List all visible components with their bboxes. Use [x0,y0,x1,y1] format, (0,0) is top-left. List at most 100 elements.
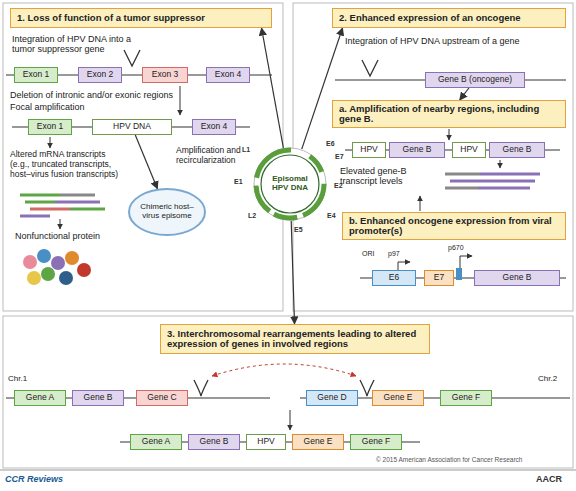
ring-base [254,148,326,220]
node-text: Gene E [384,393,413,402]
gene-box: Gene B (oncogene) [425,72,525,88]
node-text: Exon 3 [152,70,178,79]
exon-box: Exon 1 [28,119,72,135]
node-text: Gene D [317,393,346,402]
transcript [60,194,95,197]
gene-box: Gene F [440,390,492,406]
panel-frame [3,316,573,468]
label-text: p97 [388,250,410,258]
node-text: E7 [434,273,444,282]
header-text: a. Amplification of nearby regions, incl… [339,104,559,125]
protein-dot [77,263,91,277]
node-text: Exon 1 [23,70,49,79]
node-text: Gene F [452,393,480,402]
header-box: 3. Interchromosomal rearrangements leadi… [160,324,430,354]
hpv-box: HPV [452,142,486,158]
protein-dot [51,256,65,270]
transcript-lines [20,195,105,216]
rearrangement-link [212,364,356,376]
node-text: Gene E [304,437,333,446]
promoter-arrow [398,262,410,270]
flow-arrow [460,88,469,100]
label-text: p670 [448,244,474,252]
label-text: L2 [248,212,262,220]
label-text: Altered mRNA transcripts (e.g., truncate… [10,150,125,179]
promoter-arrow [460,256,472,270]
header-text: 2. Enhanced expression of an oncogene [339,13,521,23]
gene-box: Gene E [372,390,424,406]
gene-box: Gene C [136,390,188,406]
transcript [20,215,50,218]
node-text: Exon 4 [201,122,227,131]
hpv-box: HPV [246,434,286,450]
gene-box: Gene B [389,142,445,158]
gene-box: Gene B [72,390,124,406]
label-text: Integration of HPV DNA upstream of a gen… [345,36,555,46]
exon-box: Exon 1 [14,67,58,83]
node-text: HPV [460,145,477,154]
flow-arrow [262,28,284,148]
protein-dot [27,271,41,285]
label-text: E2 [334,182,348,190]
label-text: Chr.2 [538,374,572,383]
step-arrow [180,86,181,115]
step-arrow [500,160,501,168]
step-arrow [290,410,291,430]
protein-dot [65,251,79,265]
node-text: Chimeric host–virus episome [138,203,196,221]
ring-inner [261,155,319,213]
node-text: HPV [257,437,274,446]
exon-box: Exon 4 [192,119,236,135]
label-text: Nonfunctional protein [15,231,135,241]
header-box: b. Enhanced oncogene expression from vir… [342,212,566,240]
viral-gene-box: E7 [424,270,454,286]
label-text: © 2015 American Association for Cancer R… [376,456,556,463]
node-text: Gene F [362,437,390,446]
label-text: Elevated gene-B transcript levels [340,166,435,187]
transcript [55,201,100,204]
gene-box: Gene B [474,270,560,286]
gene-box: Gene F [350,434,402,450]
transcript [445,173,480,176]
node-text: Gene A [26,393,54,402]
step-arrow [449,129,450,140]
transcript-lines [445,174,540,188]
header-box: 1. Loss of function of a tumor suppresso… [10,8,272,28]
integration-symbol [362,60,378,76]
node-text: Gene A [142,437,170,446]
node-text: Episomal HPV DNA [264,175,316,193]
node-text: HPV [360,145,377,154]
label-text: E5 [294,226,308,234]
label-text: E4 [327,212,341,220]
node-text: HPV DNA [113,122,151,131]
node-text: Exon 4 [215,70,241,79]
episome-circle: Episomal HPV DNA [250,144,330,224]
label-text: E1 [234,178,248,186]
node-text: Exon 1 [37,122,63,131]
edge-label: Amplification and recircularization [176,146,256,166]
integration-symbol [124,50,140,66]
transcript [480,173,540,176]
node-text: Gene B [200,437,229,446]
transcript [20,194,60,197]
label-text: Deletion of intronic and/or exonic regio… [10,90,175,100]
label-text: AACR [536,474,576,484]
node-text: E6 [389,273,399,282]
transcript [450,180,535,183]
transcript [445,187,478,190]
exon-box: Exon 4 [206,67,250,83]
label-text: Chr.1 [8,374,42,383]
panel-frame [293,3,573,311]
protein-dot [37,249,51,263]
transcript [478,187,530,190]
header-box: a. Amplification of nearby regions, incl… [332,100,566,128]
step-arrow [420,196,421,211]
node-text: Gene B [403,145,432,154]
flow-arrow [135,135,157,189]
header-text: b. Enhanced oncogene expression from vir… [349,216,559,237]
hpv-box: HPV DNA [92,119,172,135]
node-text: Gene B [503,145,532,154]
label-text: E7 [335,153,349,161]
step-arrow [60,219,61,229]
label-text: Focal amplification [10,102,130,112]
